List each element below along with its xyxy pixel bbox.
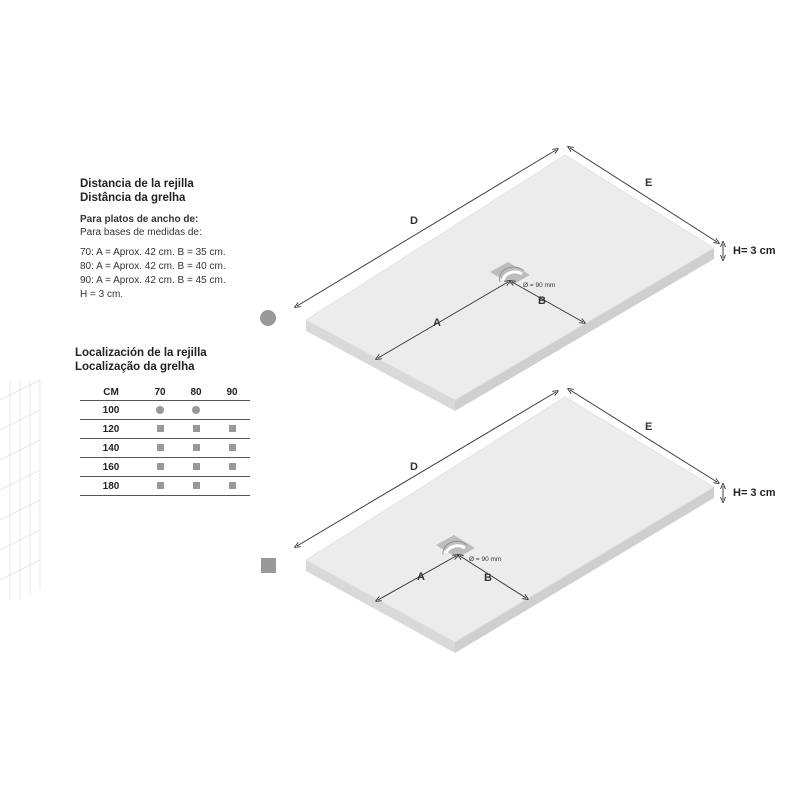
label-b-2: B — [484, 572, 492, 584]
marker-cell — [178, 419, 214, 439]
intro-es: Para platos de ancho de: — [80, 214, 199, 225]
drain-diameter-label-2: Ø = 90 mm — [469, 556, 501, 563]
size-cell: 160 — [80, 457, 142, 477]
table-header-row: CM 70 80 90 — [80, 384, 250, 401]
drain-hole-icon — [501, 270, 523, 281]
header-70: 70 — [142, 384, 178, 401]
square-marker-icon — [192, 444, 200, 452]
table-row: 100 — [80, 400, 250, 420]
square-marker-icon — [228, 463, 236, 471]
circle-marker-icon — [260, 310, 276, 326]
square-marker-icon — [192, 463, 200, 471]
label-a-2: A — [417, 571, 425, 583]
circle-marker-icon — [192, 405, 200, 414]
spec-90: 90: A = Aprox. 42 cm. B = 45 cm. — [80, 275, 226, 286]
location-title-es: Localización de la rejilla — [75, 347, 207, 359]
title-es: Distancia de la rejilla — [80, 178, 194, 190]
circle-marker-icon — [156, 405, 164, 414]
dimension-b-line — [512, 282, 583, 322]
location-title-pt: Localização da grelha — [75, 361, 195, 373]
height-label: H= 3 cm — [733, 245, 776, 257]
label-b: B — [538, 295, 546, 307]
size-cell: 120 — [80, 419, 142, 439]
marker-cell — [178, 438, 214, 458]
marker-cell — [142, 457, 178, 477]
dimension-e-line — [570, 148, 717, 242]
tray-bottom-surface — [305, 396, 715, 643]
square-marker-icon — [192, 425, 200, 433]
marker-cell — [214, 476, 250, 496]
spec-80: 80: A = Aprox. 42 cm. B = 40 cm. — [80, 261, 226, 272]
label-e: E — [645, 177, 652, 189]
marker-cell — [214, 457, 250, 477]
spec-70: 70: A = Aprox. 42 cm. B = 35 cm. — [80, 247, 226, 258]
drain-diameter-label: Ø = 90 mm — [523, 282, 555, 289]
marker-cell — [214, 400, 250, 420]
header-80: 80 — [178, 384, 214, 401]
size-cell: 100 — [80, 400, 142, 420]
tray-top-front-side — [306, 320, 455, 411]
square-marker-icon — [261, 558, 276, 573]
size-cell: 140 — [80, 438, 142, 458]
square-marker-icon — [228, 425, 236, 433]
square-marker-icon — [228, 444, 236, 452]
label-e-2: E — [645, 421, 652, 433]
dimension-a-line-2 — [378, 556, 456, 600]
table-row: 160 — [80, 457, 250, 477]
square-marker-icon — [156, 444, 164, 452]
label-d-2: D — [410, 461, 418, 473]
dimension-e-line-2 — [570, 390, 717, 482]
tray-bottom-front-side — [306, 560, 455, 653]
marker-cell — [178, 457, 214, 477]
marker-cell — [142, 400, 178, 420]
marker-cell — [142, 476, 178, 496]
tray-top-right-side — [455, 248, 714, 411]
marker-cell — [178, 400, 214, 420]
dimension-b-line-2 — [460, 556, 526, 598]
marker-cell — [214, 438, 250, 458]
header-90: 90 — [214, 384, 250, 401]
size-cell: 180 — [80, 476, 142, 496]
height-label-2: H= 3 cm — [733, 487, 776, 499]
tray-bottom-right-side — [455, 487, 714, 653]
dimension-d-line — [297, 150, 556, 306]
square-marker-icon — [156, 425, 164, 433]
square-marker-icon — [228, 482, 236, 490]
header-cm: CM — [80, 384, 142, 401]
dimension-a-line — [378, 282, 508, 358]
marker-cell — [142, 419, 178, 439]
intro-pt: Para bases de medidas de: — [80, 227, 202, 238]
marker-cell — [142, 438, 178, 458]
table-row: 140 — [80, 438, 250, 458]
tray-top: D E H= 3 cm Ø = 90 mm A B — [260, 148, 776, 411]
marker-cell — [178, 476, 214, 496]
square-marker-icon — [156, 482, 164, 490]
label-a: A — [433, 317, 441, 329]
tray-bottom: D E H= 3 cm Ø = 90 mm A B — [261, 390, 776, 653]
table-row: 120 — [80, 419, 250, 439]
label-d: D — [410, 215, 418, 227]
drain-hole-icon-2 — [444, 544, 466, 554]
square-marker-icon — [192, 482, 200, 490]
square-marker-icon — [156, 463, 164, 471]
title-pt: Distância da grelha — [80, 192, 186, 204]
table-row: 180 — [80, 476, 250, 496]
background-tile-grid — [0, 379, 41, 600]
marker-cell — [214, 419, 250, 439]
spec-height: H = 3 cm. — [80, 289, 124, 300]
dimension-d-line-2 — [297, 392, 556, 546]
